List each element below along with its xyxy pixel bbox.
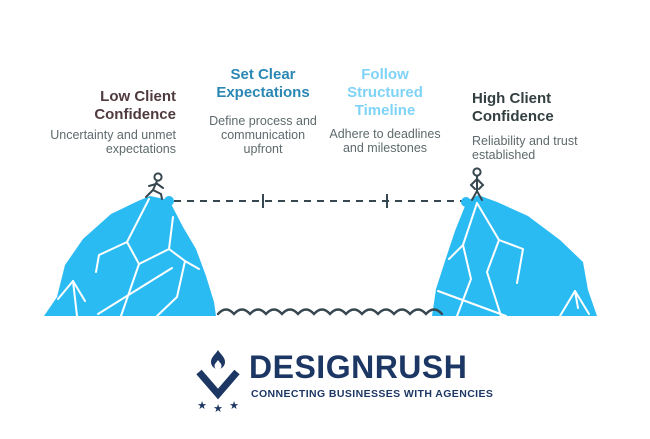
subtitle-line: Adhere to deadlines: [329, 127, 441, 141]
water-wave-line: [216, 308, 444, 316]
right-cliff-iceberg: [432, 195, 597, 317]
standing-person-icon: [469, 167, 485, 201]
tightrope-dashed-line: [174, 194, 462, 208]
title-line: Structured: [347, 84, 423, 101]
column-title-low-client-confidence: Low Client Confidence: [30, 88, 176, 124]
title-line: Confidence: [472, 108, 554, 125]
column-set-clear-expectations: Set Clear Expectations Define process an…: [198, 66, 328, 156]
brand-tagline: CONNECTING BUSINESSES WITH AGENCIES: [251, 388, 494, 400]
subtitle-line: Reliability and trust: [472, 134, 578, 148]
subtitle-line: communication: [220, 128, 306, 142]
column-high-client-confidence: High Client Confidence Reliability and t…: [472, 90, 622, 162]
subtitle-line: upfront: [243, 142, 283, 156]
column-title-high-client-confidence: High Client Confidence: [472, 90, 622, 126]
svg-text:★: ★: [213, 403, 223, 414]
rope-anchor-left: [164, 196, 174, 206]
column-subtitle: Reliability and trust established: [472, 134, 622, 162]
subtitle-line: Uncertainty and unmet: [50, 128, 176, 142]
title-line: Set Clear: [230, 66, 296, 83]
column-low-client-confidence: Low Client Confidence Uncertainty and un…: [30, 88, 176, 156]
torch-flame-icon: ★ ★ ★: [196, 350, 240, 414]
title-line: Confidence: [94, 106, 176, 123]
column-subtitle: Define process and communication upfront: [198, 114, 328, 156]
column-follow-structured-timeline: Follow Structured Timeline Adhere to dea…: [320, 66, 450, 155]
rope-anchor-right: [461, 197, 471, 207]
left-cliff-iceberg: [44, 196, 216, 317]
column-title-set-clear-expectations: Set Clear Expectations: [198, 66, 328, 102]
column-subtitle: Adhere to deadlines and milestones: [320, 127, 450, 155]
svg-text:★: ★: [229, 400, 239, 412]
logo-stars: ★ ★ ★: [197, 400, 239, 414]
subtitle-line: Define process and: [209, 114, 317, 128]
title-line: Timeline: [354, 102, 416, 119]
title-line: Follow: [361, 66, 409, 83]
title-line: Expectations: [216, 84, 310, 101]
column-subtitle: Uncertainty and unmet expectations: [30, 128, 176, 156]
tightrope-walker-icon: [145, 172, 164, 200]
brand-wordmark: DESIGNRUSH: [249, 349, 468, 385]
title-line: Low Client: [100, 88, 176, 105]
designrush-logo: ★ ★ ★ DESIGNRUSH CONNECTING BUSINESSES W…: [194, 348, 493, 414]
title-line: High Client: [472, 90, 552, 107]
subtitle-line: and milestones: [342, 141, 428, 155]
subtitle-line: expectations: [105, 142, 176, 156]
svg-text:★: ★: [197, 400, 207, 412]
subtitle-line: established: [472, 148, 536, 162]
column-title-follow-structured-timeline: Follow Structured Timeline: [320, 66, 450, 120]
